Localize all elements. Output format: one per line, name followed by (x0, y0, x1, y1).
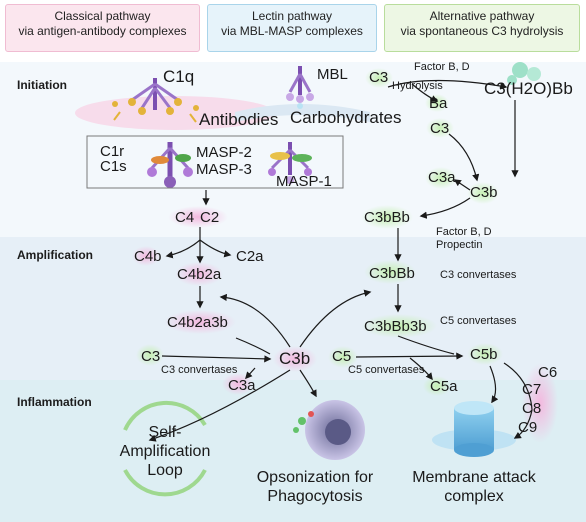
label-opsonization: Opsonization for Phagocytosis (245, 468, 385, 506)
label-masp-3: MASP-3 (196, 161, 252, 178)
label-c7: C7 (522, 381, 542, 398)
label-factor-bd-2: Factor B, D (436, 226, 492, 238)
label-c4: C4 (175, 209, 195, 226)
cell-membrane (75, 96, 275, 130)
lectin-pathway-header: Lectin pathway via MBL-MASP complexes (207, 4, 377, 52)
label-c4b2a3b: C4b2a3b (167, 314, 228, 331)
label-c5a: C5a (430, 378, 458, 395)
classical-pathway-header: Classical pathway via antigen-antibody c… (5, 4, 200, 52)
label-hydrolysis: Hydrolysis (392, 80, 443, 92)
label-antibodies: Antibodies (199, 110, 279, 129)
label-masp-1: MASP-1 (276, 173, 332, 190)
label-c3-spontaneous: C3 (369, 69, 389, 86)
label-factor-bd: Factor B, D (414, 61, 470, 73)
opsonization-line-1: Opsonization for (256, 469, 374, 486)
label-c5b: C5b (470, 346, 498, 363)
label-c6: C6 (538, 364, 558, 381)
label-c3bbb-mid: C3bBb (369, 265, 415, 282)
label-c1r: C1r (100, 143, 125, 160)
label-c2a: C2a (236, 248, 264, 265)
mbl-icon (286, 66, 314, 109)
c1q-antibody-icon (112, 78, 199, 123)
lectin-subtitle: via MBL-MASP complexes (221, 24, 363, 38)
label-c3-center: C3 (141, 348, 161, 365)
label-c3a-alt: C3a (428, 169, 456, 186)
self-amplification-loop-icon (123, 401, 207, 497)
label-self-amplification-loop: Self- Amplification Loop (110, 423, 220, 480)
mac-line-1: Membrane attack (412, 469, 536, 486)
self-amp-line-2: Amplification (119, 443, 211, 460)
label-c4b2a: C4b2a (177, 266, 222, 283)
label-c3bbb3b: C3bBb3b (364, 318, 427, 335)
phagocyte-icon (293, 400, 365, 460)
label-c3a-center: C3a (228, 377, 256, 394)
label-c3b-alt: C3b (470, 184, 498, 201)
label-ba: Ba (429, 95, 448, 112)
classical-title: Classical pathway (54, 9, 151, 23)
label-c1s: C1s (100, 158, 127, 175)
label-c3bbb-top: C3bBb (364, 209, 410, 226)
label-carbohydrates: Carbohydrates (290, 108, 402, 127)
label-propectin: Propectin (436, 239, 483, 251)
label-mbl: MBL (317, 66, 348, 83)
label-c3h2obb: C3(H2O)Bb (484, 79, 573, 98)
section-inflammation: Inflammation (17, 395, 92, 409)
label-c5: C5 (332, 348, 352, 365)
label-c3-convertases-center: C3 convertases (161, 364, 238, 376)
section-amplification: Amplification (17, 248, 94, 262)
alternative-pathway-header: Alternative pathway via spontaneous C3 h… (384, 4, 580, 52)
label-masp-2: MASP-2 (196, 144, 252, 161)
label-membrane-attack-complex: Membrane attack complex (399, 468, 549, 506)
mac-line-2: complex (444, 488, 504, 505)
lectin-title: Lectin pathway (251, 9, 333, 23)
opsonization-line-2: Phagocytosis (267, 488, 363, 505)
pathway-arrows (148, 79, 533, 442)
section-initiation: Initiation (17, 78, 67, 92)
label-c8: C8 (522, 400, 542, 417)
c1-masp-complex-icon (147, 142, 312, 188)
label-c1q: C1q (163, 67, 195, 86)
label-c2: C2 (200, 209, 220, 226)
self-amp-line-3: Loop (147, 462, 183, 479)
alternative-title: Alternative pathway (429, 9, 535, 23)
classical-subtitle: via antigen-antibody complexes (18, 24, 187, 38)
label-c5-convertases-right: C5 convertases (440, 315, 517, 327)
self-amp-line-1: Self- (148, 424, 182, 441)
masp-box (86, 135, 344, 189)
label-c3b-center: C3b (279, 349, 311, 368)
label-c3-alt: C3 (430, 120, 450, 137)
label-c4b: C4b (134, 248, 162, 265)
label-c9: C9 (518, 419, 538, 436)
c3h2o-icon (507, 62, 541, 85)
alternative-subtitle: via spontaneous C3 hydrolysis (400, 24, 564, 38)
protein-glows (132, 68, 558, 443)
label-c5-convertases-center: C5 convertases (348, 364, 425, 376)
carbohydrate-membrane (235, 104, 370, 122)
initiation-band (0, 62, 586, 237)
membrane-attack-complex-icon (432, 401, 516, 457)
label-c3-convertases-right: C3 convertases (440, 269, 517, 281)
